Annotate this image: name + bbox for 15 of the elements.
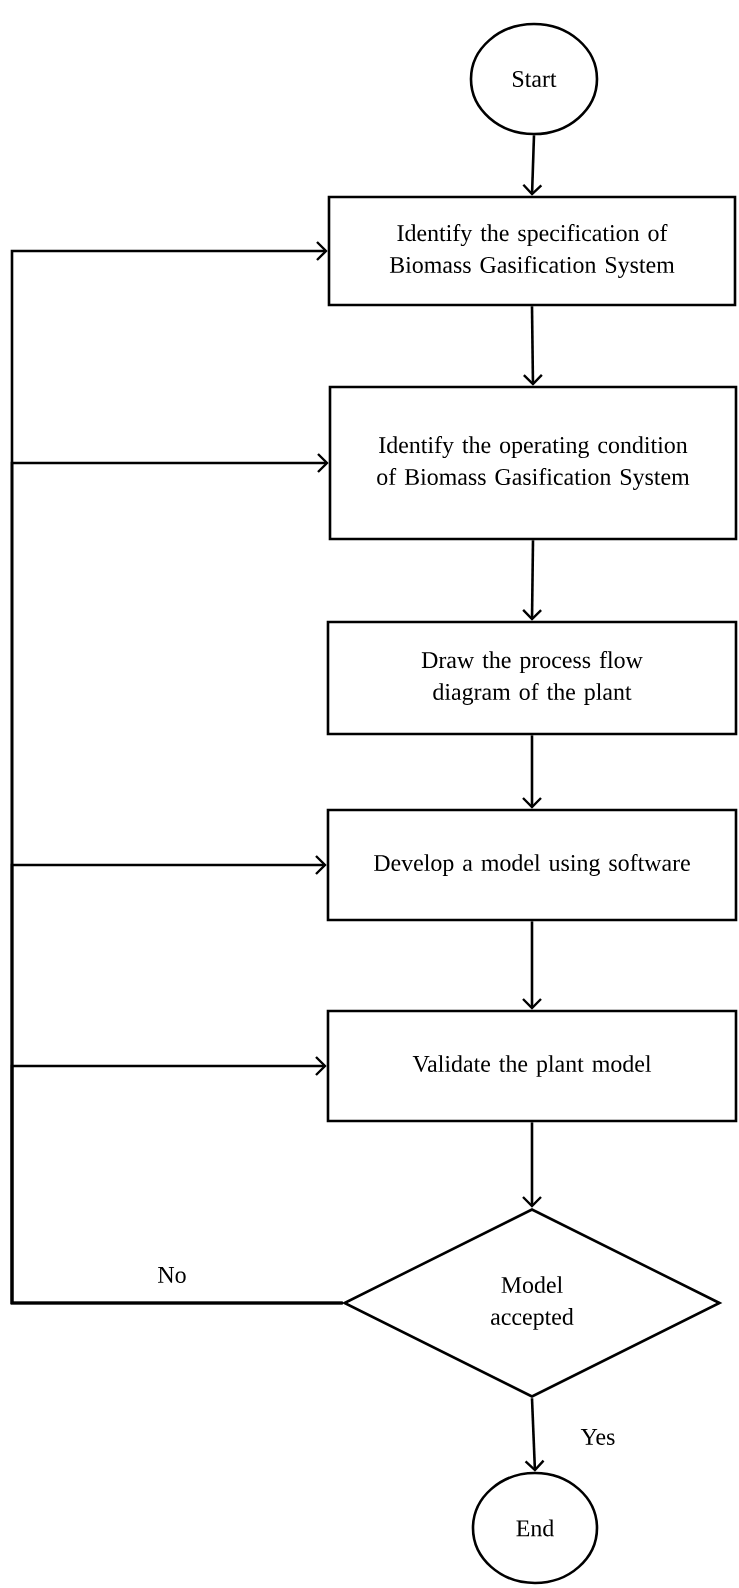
process-box: Identify the specification of Biomass Gasification System [327, 195, 737, 307]
process-box: Develop a model using software [326, 808, 738, 922]
arrow [522, 1122, 542, 1208]
process-box: Validate the plant model [326, 1009, 738, 1123]
arrow [522, 540, 542, 621]
process-box: Draw the process flow diagram of the plant [326, 620, 738, 736]
arrow [523, 306, 543, 386]
arrow [522, 921, 542, 1010]
arrow [522, 735, 542, 809]
process-box: Identify the operating condition of Biomass Gasification System [328, 385, 738, 541]
edge-label: No [155, 1265, 189, 1285]
arrow [524, 1398, 545, 1472]
arrow [522, 135, 543, 196]
arrow [10, 1056, 343, 1305]
edge-label: Yes [578, 1427, 618, 1447]
